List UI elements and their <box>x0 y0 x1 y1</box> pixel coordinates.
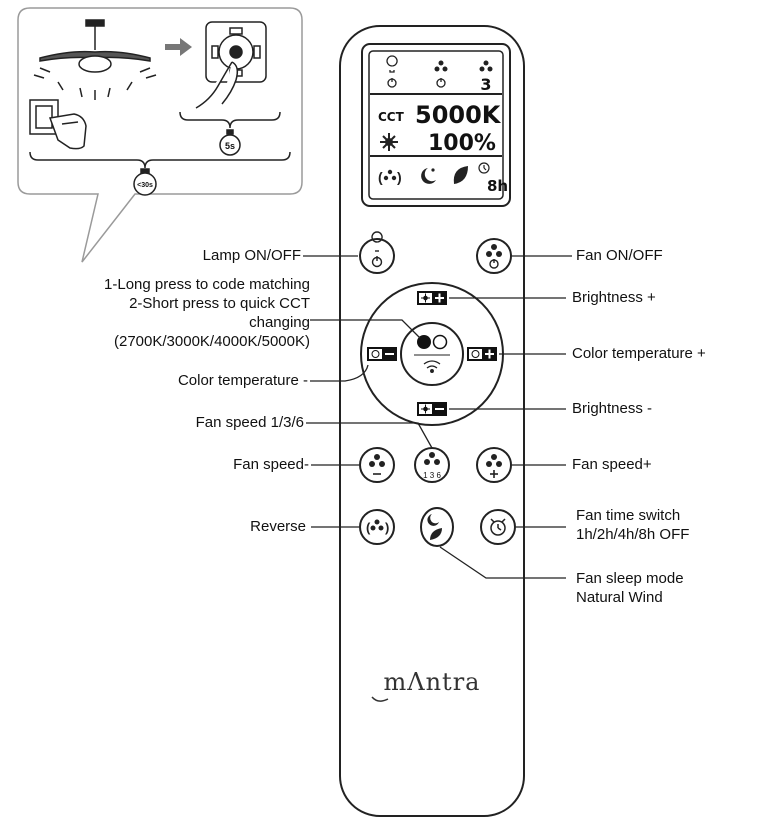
label-color-temp-minus: Color temperature - <box>177 372 308 389</box>
sleep-natural-wind-button[interactable] <box>420 507 454 547</box>
lcd-fan-power-icon <box>434 60 448 88</box>
lcd-display: 3 CCT 5000K 100% ( ) 8h <box>361 43 511 207</box>
remote-press-icon <box>195 21 267 109</box>
label-fan-speed-136: Fan speed 1/3/6 <box>195 414 304 431</box>
lcd-leaf-icon <box>453 166 468 184</box>
lcd-brightness-value: 100% <box>428 131 496 156</box>
label-color-temp-plus: Color temperature + <box>572 345 706 362</box>
timer-30s-label: <30s <box>137 182 153 189</box>
fan-speed-136-label: 1 3 6 <box>423 471 441 480</box>
lcd-reverse-icon: ( ) <box>378 169 402 185</box>
brand-smile <box>371 696 389 702</box>
label-lamp-onoff: Lamp ON/OFF <box>202 247 301 264</box>
leader-lines <box>303 255 572 579</box>
ceiling-fan-icon <box>33 19 157 100</box>
wireless-icon <box>423 360 441 373</box>
timer-30s-icon: <30s <box>133 168 157 196</box>
arrow-right-icon <box>165 38 192 56</box>
fan-speed-plus-button[interactable] <box>476 447 512 483</box>
center-pairing-button[interactable] <box>414 334 450 373</box>
svg-text:(: ( <box>378 169 383 185</box>
label-fan-time-line1: Fan time switch <box>576 507 681 524</box>
label-code-line2: 2-Short press to quick CCT <box>129 295 310 312</box>
inset-braces <box>29 111 291 169</box>
label-fan-time-line2: 1h/2h/4h/8h OFF <box>576 526 690 543</box>
label-brightness-minus: Brightness - <box>572 400 653 417</box>
svg-text:): ) <box>385 520 389 535</box>
fan-onoff-button[interactable] <box>476 238 512 274</box>
fan-speed-136-button[interactable]: 1 3 6 <box>414 447 450 483</box>
timer-5s-icon: 5s <box>219 129 241 156</box>
reverse-button[interactable]: ( ) <box>359 509 395 545</box>
wall-switch-icon <box>29 99 87 150</box>
color-temp-plus-button[interactable] <box>467 347 497 361</box>
label-fan-speed-minus: Fan speed- <box>233 456 309 473</box>
label-code-line3: changing <box>249 314 310 331</box>
lcd-timer-value: 8h <box>487 177 508 195</box>
label-sleep-line2: Natural Wind <box>576 589 663 606</box>
lamp-onoff-button[interactable] <box>359 231 395 274</box>
label-code-line4: (2700K/3000K/4000K/5000K) <box>114 333 310 350</box>
timer-5s-label: 5s <box>225 141 235 151</box>
label-fan-speed-plus: Fan speed+ <box>572 456 652 473</box>
lcd-timer-icon <box>478 162 490 174</box>
label-sleep-line1: Fan sleep mode <box>576 570 684 587</box>
lcd-fan-speed-digit: 3 <box>480 75 491 94</box>
brightness-plus-button[interactable] <box>417 291 447 305</box>
lcd-fan-speed-icon: 3 <box>479 60 493 94</box>
fan-speed-minus-button[interactable] <box>359 447 395 483</box>
label-code-line1: 1-Long press to code matching <box>104 276 310 293</box>
label-reverse: Reverse <box>250 518 306 535</box>
lcd-cct-value: 5000K <box>415 101 502 129</box>
lcd-cct-label: CCT <box>378 110 405 124</box>
lcd-lamp-power-icon <box>386 55 398 88</box>
lcd-sun-icon <box>380 133 398 151</box>
svg-text:): ) <box>397 169 402 185</box>
brightness-minus-button[interactable] <box>417 402 447 416</box>
color-temp-minus-button[interactable] <box>367 347 397 361</box>
lcd-sleep-icon <box>421 168 436 184</box>
fan-timer-button[interactable] <box>480 509 516 545</box>
label-fan-onoff: Fan ON/OFF <box>576 247 663 264</box>
brand-logo: mΛntra <box>383 668 481 696</box>
svg-text:(: ( <box>366 520 371 535</box>
label-brightness-plus: Brightness + <box>572 289 656 306</box>
